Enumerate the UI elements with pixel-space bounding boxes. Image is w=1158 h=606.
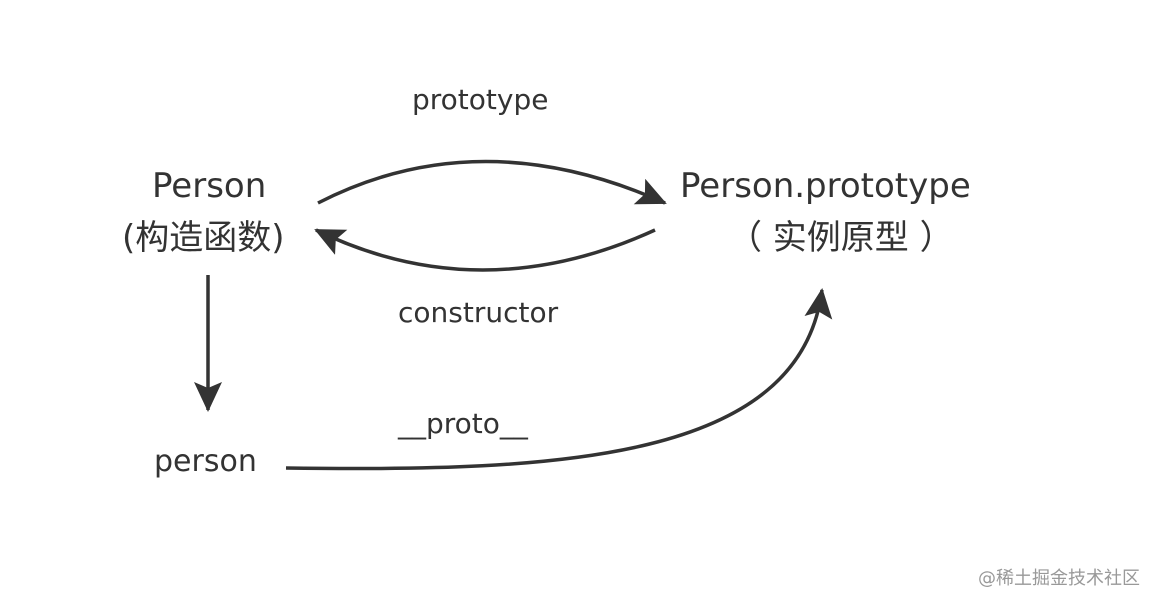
proto-edge	[285, 288, 833, 471]
instance-node-name: person	[154, 444, 257, 479]
prototype-edge	[317, 159, 667, 205]
proto-edge-label: __proto__	[398, 407, 528, 440]
prototype-node-note: （ 实例原型 ）	[728, 218, 954, 258]
constructor-node-name: Person	[152, 166, 267, 206]
prototype-edge-label: prototype	[412, 83, 549, 116]
constructor-node-note: (构造函数)	[122, 218, 285, 258]
constructor-edge-label: constructor	[398, 296, 559, 329]
prototype-node-name: Person.prototype	[680, 166, 971, 206]
watermark: @稀土掘金技术社区	[978, 568, 1140, 589]
constructor-edge	[314, 228, 656, 272]
